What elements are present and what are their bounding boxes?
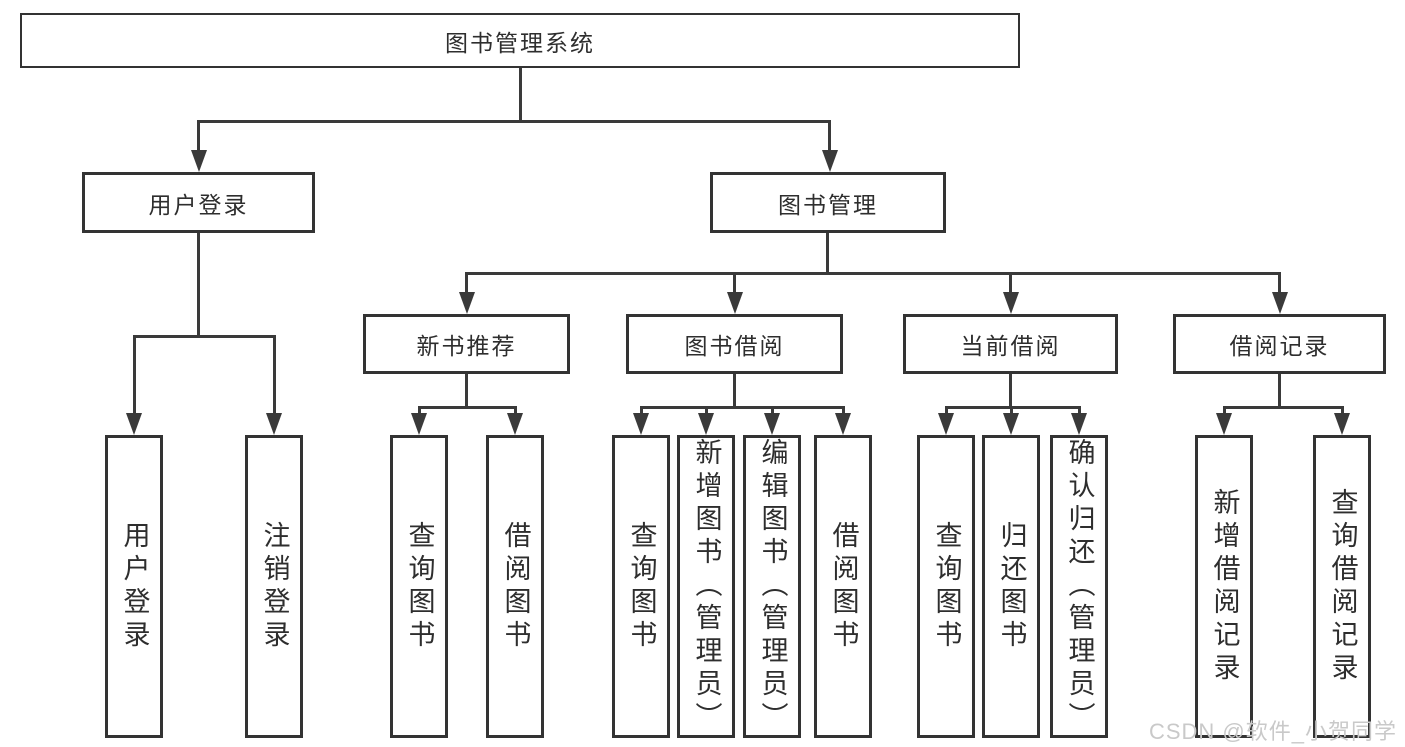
connector-line	[1009, 371, 1012, 406]
node-label: 当前借阅	[960, 333, 1061, 359]
connector-line	[828, 120, 831, 152]
connector-line	[197, 230, 200, 335]
arrow-down-icon	[764, 413, 780, 435]
node-user-login: 用户登录	[82, 172, 315, 233]
connector-line	[1340, 406, 1344, 415]
connector-line	[132, 335, 136, 415]
leaf-logout: 注销登录	[245, 435, 303, 738]
connector-line	[272, 335, 276, 415]
arrow-down-icon	[1071, 413, 1087, 435]
connector-line	[518, 66, 522, 120]
node-label: 编辑图书（管理员）	[757, 438, 788, 735]
node-label: 查询借阅记录	[1327, 487, 1358, 686]
connector-line	[132, 335, 276, 338]
arrow-down-icon	[266, 413, 282, 435]
leaf-return-books: 归还图书	[982, 435, 1040, 738]
arrow-down-icon	[1003, 413, 1019, 435]
connector-line	[465, 272, 1281, 275]
node-label: 借阅图书	[828, 520, 859, 653]
leaf-add-books-admin: 新增图书（管理员）	[677, 435, 735, 738]
node-new-book-recommend: 新书推荐	[363, 314, 570, 374]
node-label: 新增借阅记录	[1209, 487, 1240, 686]
connector-line	[639, 406, 845, 409]
arrow-down-icon	[633, 413, 649, 435]
node-current-borrow: 当前借阅	[903, 314, 1118, 374]
node-label: 查询图书	[404, 520, 435, 653]
connector-line	[465, 371, 468, 406]
leaf-query-books-borrow: 查询图书	[612, 435, 670, 738]
connector-line	[197, 120, 831, 123]
connector-line	[1222, 406, 1226, 415]
node-label: 确认归还（管理员）	[1064, 438, 1095, 735]
arrow-down-icon	[1002, 292, 1019, 314]
connector-line	[770, 406, 774, 415]
node-label: 归还图书	[996, 520, 1027, 653]
arrow-down-icon	[1334, 413, 1350, 435]
leaf-borrow-books-recommend: 借阅图书	[486, 435, 544, 738]
arrow-down-icon	[190, 150, 207, 172]
connector-line	[704, 406, 708, 415]
connector-line	[1009, 272, 1012, 294]
node-root-library-system: 图书管理系统	[20, 13, 1020, 68]
connector-line	[841, 406, 845, 415]
node-label: 图书借阅	[684, 333, 785, 359]
arrow-down-icon	[726, 292, 743, 314]
connector-line	[733, 272, 736, 294]
arrow-down-icon	[126, 413, 142, 435]
leaf-query-borrow-record: 查询借阅记录	[1313, 435, 1371, 738]
arrow-down-icon	[938, 413, 954, 435]
node-label: 图书管理系统	[445, 29, 595, 56]
node-label: 借阅图书	[500, 520, 531, 653]
node-label: 注销登录	[259, 520, 290, 653]
connector-line	[944, 406, 948, 415]
node-borrow-records: 借阅记录	[1173, 314, 1386, 374]
leaf-add-borrow-record: 新增借阅记录	[1195, 435, 1253, 738]
arrow-down-icon	[507, 413, 523, 435]
connector-line	[826, 230, 829, 272]
leaf-borrow-books: 借阅图书	[814, 435, 872, 738]
node-label: 用户登录	[119, 520, 150, 653]
leaf-edit-books-admin: 编辑图书（管理员）	[743, 435, 801, 738]
node-label: 用户登录	[148, 191, 249, 218]
connector-line	[944, 406, 1081, 409]
arrow-down-icon	[1216, 413, 1232, 435]
connector-line	[1278, 272, 1281, 294]
leaf-query-books-recommend: 查询图书	[390, 435, 448, 738]
arrow-down-icon	[411, 413, 427, 435]
node-label: 新书推荐	[416, 333, 517, 359]
connector-line	[639, 406, 643, 415]
node-label: 图书管理	[778, 191, 878, 218]
connector-line	[1222, 406, 1344, 409]
leaf-user-login: 用户登录	[105, 435, 163, 738]
connector-line	[465, 272, 468, 294]
connector-line	[417, 406, 421, 415]
arrow-down-icon	[458, 292, 475, 314]
node-label: 新增图书（管理员）	[691, 438, 722, 735]
connector-line	[513, 406, 517, 415]
connector-line	[1009, 406, 1013, 415]
connector-line	[417, 406, 517, 409]
csdn-watermark: CSDN @软件_小贺同学	[1148, 719, 1397, 744]
connector-line	[1077, 406, 1081, 415]
leaf-query-books-current: 查询图书	[917, 435, 975, 738]
connector-line	[1278, 371, 1281, 406]
node-label: 借阅记录	[1229, 333, 1330, 359]
node-label: 查询图书	[931, 520, 962, 653]
connector-line	[197, 120, 200, 152]
leaf-confirm-return-admin: 确认归还（管理员）	[1050, 435, 1108, 738]
arrow-down-icon	[698, 413, 714, 435]
node-book-borrow: 图书借阅	[626, 314, 843, 374]
node-label: 查询图书	[626, 520, 657, 653]
connector-line	[733, 371, 736, 406]
arrow-down-icon	[821, 150, 838, 172]
node-book-management: 图书管理	[710, 172, 946, 233]
arrow-down-icon	[835, 413, 851, 435]
arrow-down-icon	[1271, 292, 1288, 314]
